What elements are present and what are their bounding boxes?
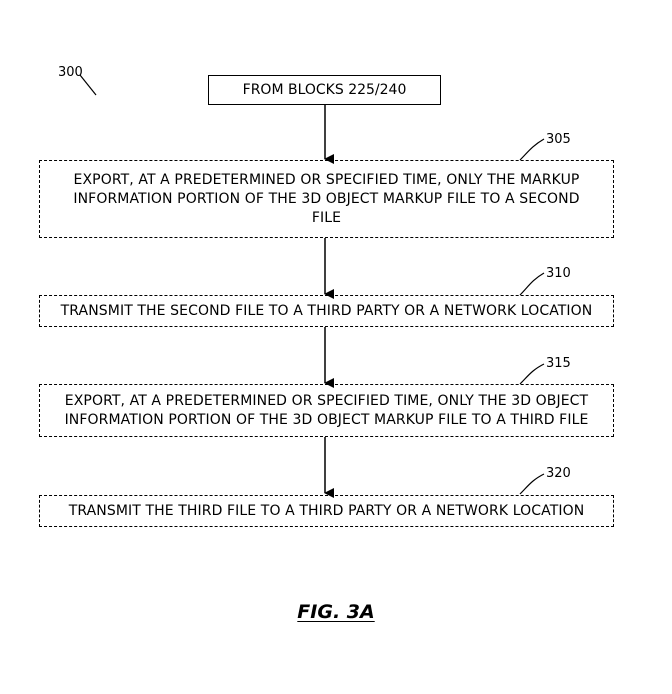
figure-ref-number: 300 (58, 65, 83, 80)
figure-caption: FIG. 3A (297, 601, 375, 623)
ref-leader-305 (519, 138, 545, 161)
step-305-text: EXPORT, AT A PREDETERMINED OR SPECIFIED … (73, 171, 580, 226)
step-310-box: TRANSMIT THE SECOND FILE TO A THIRD PART… (39, 295, 614, 327)
ref-leader-310 (519, 272, 545, 296)
step-ref-305: 305 (546, 132, 571, 147)
step-315-box: EXPORT, AT A PREDETERMINED OR SPECIFIED … (39, 384, 614, 437)
step-320-text: TRANSMIT THE THIRD FILE TO A THIRD PARTY… (68, 502, 585, 519)
step-320-box: TRANSMIT THE THIRD FILE TO A THIRD PARTY… (39, 495, 614, 527)
step-305-box: EXPORT, AT A PREDETERMINED OR SPECIFIED … (39, 160, 614, 238)
figure-ref-leader (79, 74, 97, 96)
start-block: FROM BLOCKS 225/240 (208, 75, 441, 105)
step-310-text: TRANSMIT THE SECOND FILE TO A THIRD PART… (60, 302, 593, 319)
step-ref-310: 310 (546, 266, 571, 281)
step-315-text: EXPORT, AT A PREDETERMINED OR SPECIFIED … (64, 392, 589, 428)
ref-leader-315 (519, 363, 545, 385)
ref-leader-320 (519, 473, 545, 495)
step-ref-320: 320 (546, 466, 571, 481)
step-ref-315: 315 (546, 356, 571, 371)
start-block-label: FROM BLOCKS 225/240 (242, 82, 407, 98)
